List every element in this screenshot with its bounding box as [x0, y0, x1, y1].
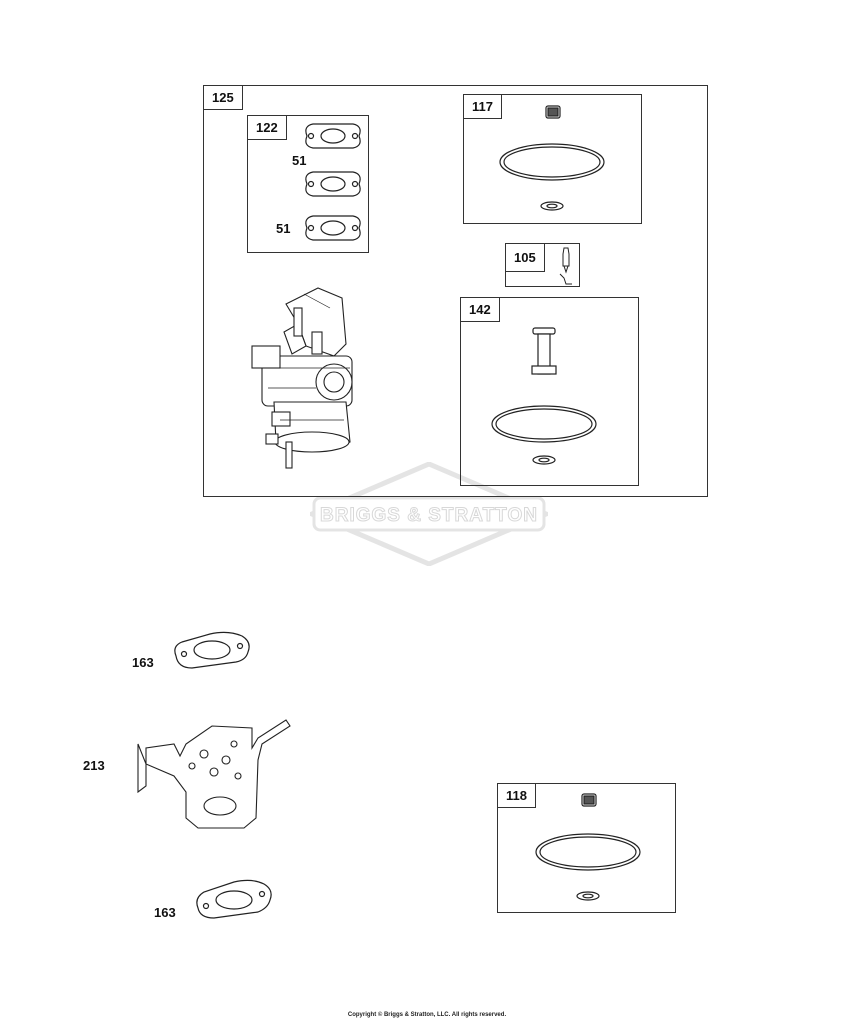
gasket-set-122-box: 122 [247, 115, 369, 253]
assembly-125-label: 125 [204, 86, 243, 110]
gasket-163-bottom-icon [196, 879, 272, 919]
kit-117-parts-icon [499, 105, 605, 211]
gasket-callout-51-upper: 51 [292, 153, 307, 168]
watermark-brand: BRIGGS & STRATTON [320, 505, 538, 526]
gasket-set-122-label: 122 [248, 116, 287, 140]
bracket-213-icon [137, 719, 291, 829]
kit-117-box: 117 [463, 94, 642, 224]
kit-142-parts-icon [491, 327, 597, 465]
gasket-163-bottom-label: 163 [154, 905, 176, 920]
kit-118-label: 118 [498, 784, 536, 808]
kit-142-label: 142 [461, 298, 500, 322]
assembly-125-box: 125 [203, 85, 708, 497]
kit-142-box: 142 [460, 297, 639, 486]
kit-118-parts-icon [535, 793, 641, 901]
kit-118-box: 118 [497, 783, 676, 913]
briggs-stratton-logo: BRIGGS & STRATTON [310, 462, 548, 566]
bracket-213-label: 213 [83, 758, 105, 773]
gasket-163-top-label: 163 [132, 655, 154, 670]
kit-105-box: 105 [505, 243, 580, 287]
gasket-163-top-icon [174, 631, 250, 669]
gasket-icon [305, 123, 361, 241]
needle-valve-icon [559, 247, 572, 285]
copyright-notice: Copyright © Briggs & Stratton, LLC. All … [347, 1012, 507, 1018]
kit-117-label: 117 [464, 95, 502, 119]
kit-105-label: 105 [506, 244, 545, 272]
carburetor-icon [251, 287, 353, 469]
gasket-callout-51-lower: 51 [276, 221, 291, 236]
